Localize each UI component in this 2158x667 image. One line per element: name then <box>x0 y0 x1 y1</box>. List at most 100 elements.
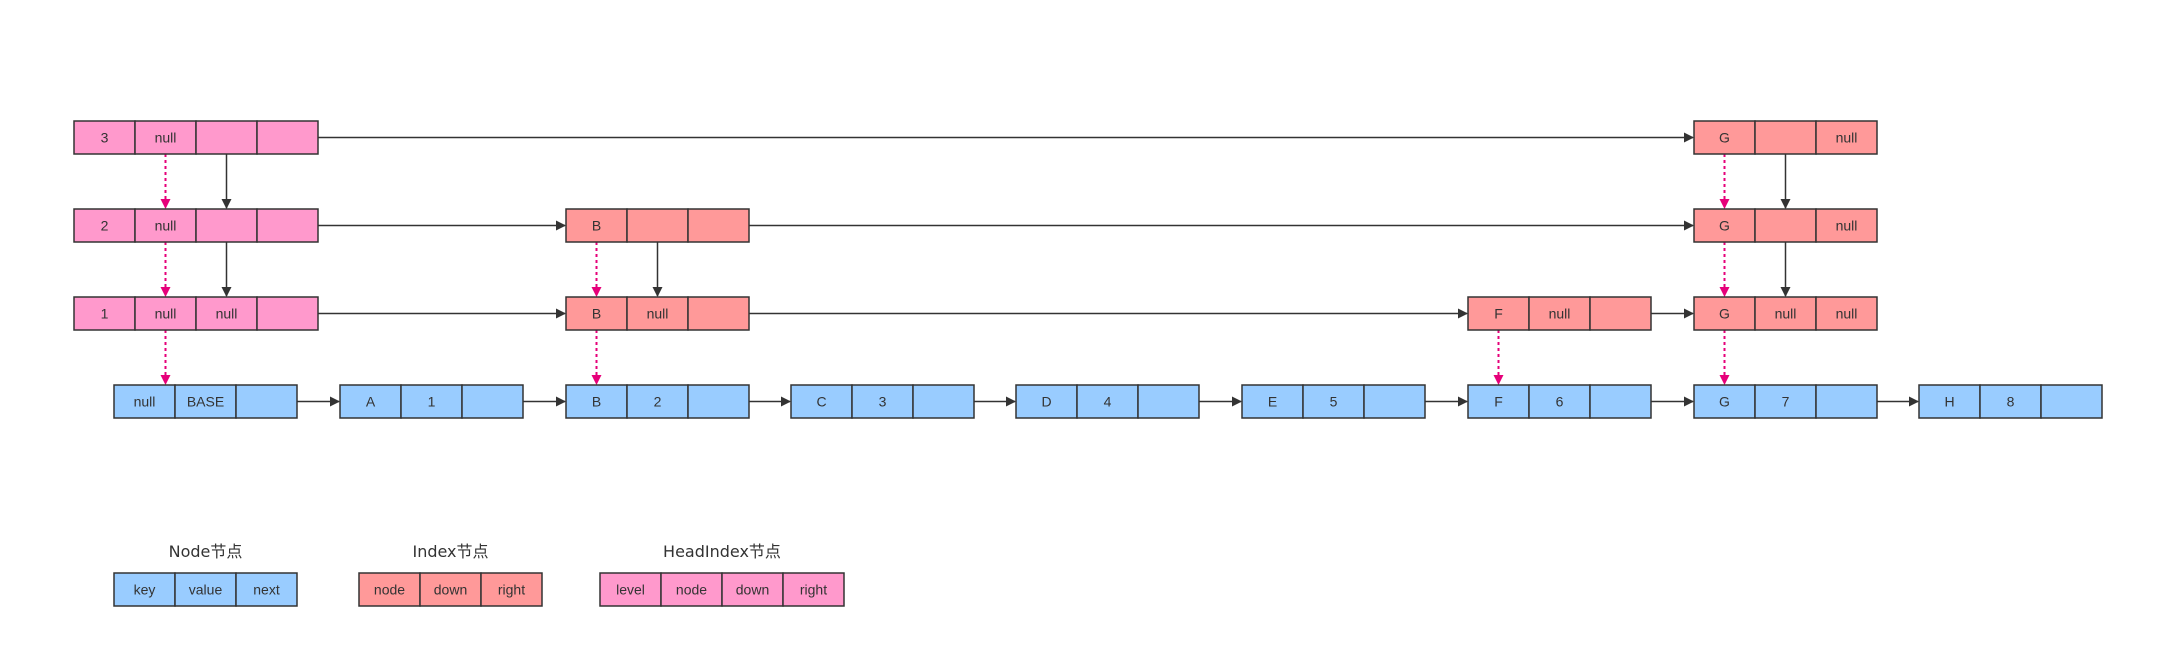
data-node-nA-cell-text: A <box>366 394 376 410</box>
legend-record-headindex-cell-text: right <box>800 582 827 598</box>
index-node-i1G-cell-text: null <box>1836 306 1858 322</box>
legend-record-index-cell-text: right <box>498 582 525 598</box>
index-node-i2B: B <box>565 208 750 243</box>
data-node-nB-cell-0: B <box>565 384 628 419</box>
index-node-i1F-cell-1: null <box>1528 296 1591 331</box>
head-index-h1-cell-text: null <box>155 306 177 322</box>
data-node-nD-cell-text: D <box>1041 394 1051 410</box>
index-node-i2G-cell-1 <box>1754 208 1817 243</box>
edges <box>160 132 1919 407</box>
index-node-i1G-cell-text: null <box>1775 306 1797 322</box>
data-node-nD-cell-2 <box>1137 384 1200 419</box>
index-node-i2B-cell-text: B <box>592 218 601 234</box>
legend-record-index-cell-1: down <box>419 572 482 607</box>
legend-record-headindex: level node down right <box>599 572 845 607</box>
data-node-nA-cell-1: 1 <box>400 384 463 419</box>
legend-record-headindex-cell-text: down <box>736 582 769 598</box>
data-node-nF-cell-1: 6 <box>1528 384 1591 419</box>
head-index-h1-cell-0: 1 <box>73 296 136 331</box>
data-node-nB-cell-text: B <box>592 394 601 410</box>
data-node-nF-cell-text: F <box>1494 394 1503 410</box>
data-node-nBase-cell-text: null <box>134 394 156 410</box>
legend-record-headindex-cell-3: right <box>782 572 845 607</box>
data-node-nB-cell-1: 2 <box>626 384 689 419</box>
data-node-nF-cell-2 <box>1589 384 1652 419</box>
index-node-i3G-cell-2: null <box>1815 120 1878 155</box>
data-node-nA-cell-2 <box>461 384 524 419</box>
data-node-nBase: null BASE <box>113 384 298 419</box>
data-node-nE-cell-2 <box>1363 384 1426 419</box>
head-index-h2-cell-0: 2 <box>73 208 136 243</box>
legend-record-headindex-cell-0: level <box>599 572 662 607</box>
legend-record-headindex-cell-text: level <box>616 582 645 598</box>
head-index-h3-cell-text: null <box>155 130 177 146</box>
data-node-nBase-cell-1: BASE <box>174 384 237 419</box>
data-node-nE-cell-0: E <box>1241 384 1304 419</box>
head-index-h3-cell-1: null <box>134 120 197 155</box>
index-node-i3G-cell-1 <box>1754 120 1817 155</box>
index-node-i1F-cell-0: F <box>1467 296 1530 331</box>
data-node-nBase-cell-2 <box>235 384 298 419</box>
data-node-nG-cell-2 <box>1815 384 1878 419</box>
index-node-i1G-cell-text: G <box>1719 306 1730 322</box>
data-node-nA-cell-text: 1 <box>428 394 436 410</box>
head-index-h2-cell-3 <box>256 208 319 243</box>
data-node-nB-cell-text: 2 <box>654 394 662 410</box>
head-index-h3-cell-2 <box>195 120 258 155</box>
legend-record-node-cell-text: key <box>134 582 156 598</box>
data-node-nH-cell-text: 8 <box>2007 394 2015 410</box>
legend-record-index-cell-0: node <box>358 572 421 607</box>
index-node-i1G-cell-2: null <box>1815 296 1878 331</box>
head-index-h3-cell-3 <box>256 120 319 155</box>
head-index-h1-cell-3 <box>256 296 319 331</box>
data-node-nBase-cell-0: null <box>113 384 176 419</box>
data-node-nF-cell-text: 6 <box>1556 394 1564 410</box>
index-node-i2G-cell-2: null <box>1815 208 1878 243</box>
data-node-nE-cell-text: 5 <box>1330 394 1338 410</box>
data-node-nH-cell-text: H <box>1944 394 1954 410</box>
data-node-nB-cell-2 <box>687 384 750 419</box>
head-index-h1: 1 null null <box>73 296 319 331</box>
index-node-i1F-cell-text: F <box>1494 306 1503 322</box>
data-node-nC-cell-text: C <box>816 394 826 410</box>
index-node-i1B-cell-1: null <box>626 296 689 331</box>
data-node-nH-cell-1: 8 <box>1979 384 2042 419</box>
legend-record-headindex-cell-2: down <box>721 572 784 607</box>
index-node-i2B-cell-1 <box>626 208 689 243</box>
head-index-h1-cell-text: null <box>216 306 238 322</box>
index-node-i2G-cell-0: G <box>1693 208 1756 243</box>
index-node-i2G-cell-text: G <box>1719 218 1730 234</box>
data-node-nG-cell-1: 7 <box>1754 384 1817 419</box>
index-node-i1B-cell-text: null <box>647 306 669 322</box>
data-node-nD-cell-text: 4 <box>1104 394 1112 410</box>
head-index-h1-cell-1: null <box>134 296 197 331</box>
index-node-i2G-cell-text: null <box>1836 218 1858 234</box>
data-node-nC-cell-text: 3 <box>879 394 887 410</box>
index-node-i2B-cell-0: B <box>565 208 628 243</box>
legend-record-node-cell-text: next <box>253 582 280 598</box>
index-node-i3G-cell-text: null <box>1836 130 1858 146</box>
index-node-i2B-cell-2 <box>687 208 750 243</box>
legend-record-headindex-cell-text: node <box>676 582 707 598</box>
head-index-h2-cell-text: 2 <box>101 218 109 234</box>
data-node-nD-cell-1: 4 <box>1076 384 1139 419</box>
legend-title: HeadIndex节点 <box>663 542 781 561</box>
